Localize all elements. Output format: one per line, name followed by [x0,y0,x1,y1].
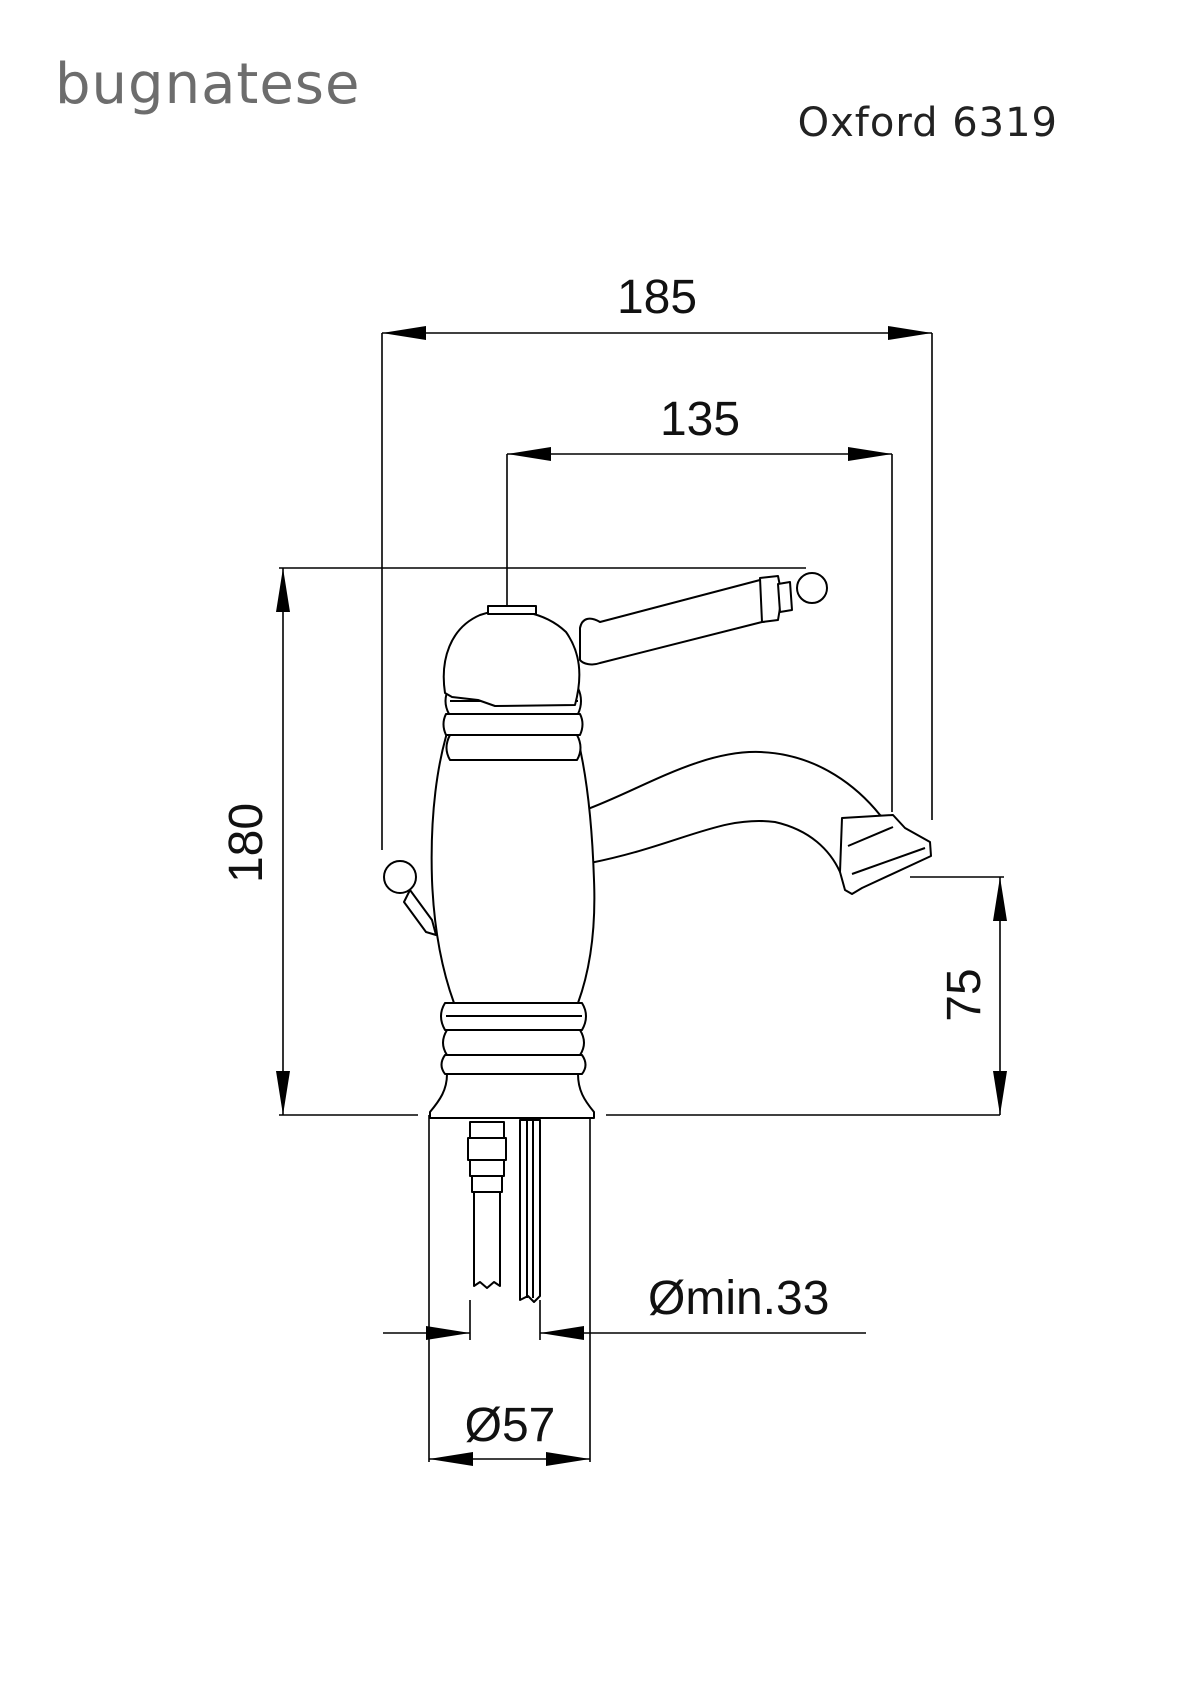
dim-overall-width: 185 [617,271,697,324]
dim-hole-min: Ømin.33 [648,1272,829,1325]
dim-spout-height: 75 [938,968,991,1021]
faucet-outline [383,572,932,1303]
model-name: Oxford 6319 [797,100,1058,146]
dim-base-diameter: Ø57 [465,1399,556,1452]
dim-height: 180 [220,803,273,883]
dim-spout-reach: 135 [660,393,740,446]
dimension-lines [276,326,1007,1466]
brand-logo: bugnatese [55,52,361,117]
